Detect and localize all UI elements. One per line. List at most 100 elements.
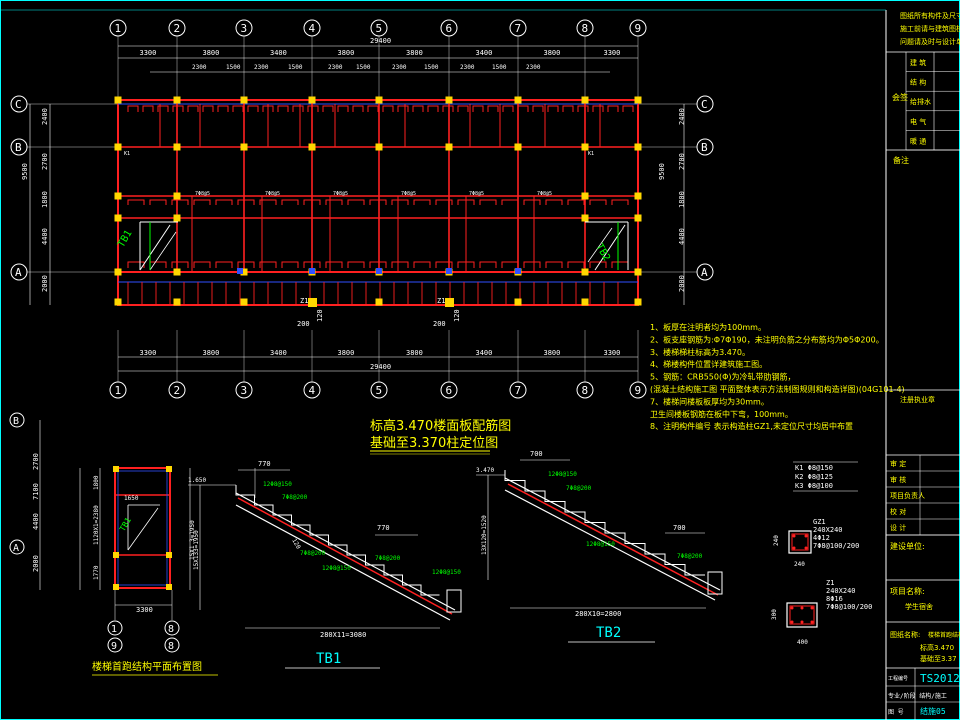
note-line-8: 8、注明构件编号 表示构造柱GZ1,未定位尺寸均居中布置 <box>650 421 853 431</box>
lower-axis-9: 9 <box>111 641 117 652</box>
tb2-steps <box>504 470 705 576</box>
rebar-hook <box>611 261 629 268</box>
column-marker <box>375 143 383 151</box>
dim-span-bottom-1: 3800 <box>203 349 220 357</box>
rebar-hook <box>259 199 277 205</box>
rebar-hook <box>303 199 321 205</box>
rebar-hook <box>589 199 607 205</box>
tb2-dim-700b: 700 <box>673 524 686 532</box>
dim-200-right: 200 <box>433 320 446 328</box>
tb-sheet-no: 结施05 <box>920 706 946 716</box>
rebar-hook <box>545 261 563 268</box>
dim-left-0: 2400 <box>41 108 49 125</box>
rebar-hook <box>472 105 484 112</box>
tb2-elev: 3.470 <box>476 467 494 474</box>
rebar-hook <box>517 105 529 112</box>
tb-sheet-label: 图 号 <box>888 709 904 716</box>
tb2-bar-d: 7Φ8@200 <box>677 553 703 560</box>
rebar-hook <box>532 105 544 112</box>
rebar-hook <box>232 105 244 112</box>
rebar-hook <box>237 199 255 205</box>
rebar-hook <box>303 261 321 268</box>
rebar-hook <box>237 261 255 268</box>
dim-right-5: 2000 <box>678 275 686 292</box>
axis-label-right-2: A <box>701 266 708 279</box>
tb1-bar-d: 12Φ8@150 <box>322 565 351 572</box>
lower-dim-2700: 2700 <box>32 453 40 470</box>
note-line-6: 7、楼梯间楼板板厚均为30mm。 <box>650 396 769 406</box>
rebar-hook <box>567 199 585 205</box>
plan-title-block: 标高3.470楼面板配筋图 基础至3.370柱定位图 <box>370 418 511 455</box>
dim-1650: 1650 <box>124 495 139 502</box>
z1-right-label: Z1 <box>437 297 445 305</box>
rebar-hook <box>193 261 211 268</box>
column-blue <box>446 268 452 274</box>
tb-project-name: 项目名称: <box>890 586 925 596</box>
lower-dim-2380: 1120X1=2380 <box>93 505 100 545</box>
general-notes: 1、板厚在注明者均为100mm。2、板支座钢筋为:Φ7Φ190，未注明负筋之分布… <box>650 322 905 431</box>
tb1-section: 770 770 1.650 15X133=1950 280X11=3080 12… <box>188 460 462 669</box>
tb-drawing-value-3: 基础至3.37 <box>920 654 957 663</box>
dim-sub-top-8: 2300 <box>460 64 475 71</box>
z1-bars: 8Φ16 <box>826 595 843 603</box>
tb2-plan-label: TB2 <box>593 242 612 263</box>
slab-rebar-tag: 7Φ8@5 <box>469 191 484 197</box>
rebar-hook <box>397 105 409 112</box>
tb-proj-no: TS2012 <box>920 672 960 685</box>
tb2-bar-b: 7Φ8@200 <box>566 485 592 492</box>
column-marker <box>514 143 522 151</box>
lower-dim-3300: 3300 <box>136 606 153 614</box>
dim-right-2: 9500 <box>658 163 666 180</box>
stair-plan-title: 楼梯首跑结构平面布置图 <box>92 660 202 673</box>
lower-dim-4400: 4400 <box>32 513 40 530</box>
tb1-bar-e: 12Φ8@150 <box>432 569 461 576</box>
axis-label-bottom-4: 4 <box>309 384 316 397</box>
gz1-size: 240X240 <box>813 526 843 534</box>
rebar-hook <box>435 261 453 268</box>
axis-label-bottom-3: 3 <box>241 384 248 397</box>
column-marker <box>114 214 122 222</box>
dim-sub-top-5: 1500 <box>356 64 371 71</box>
axis-label-top-1: 1 <box>115 22 122 35</box>
stair-plan-tb1-label: TB1 <box>118 516 133 533</box>
note-line-3: 4、梯楼构件位置详建筑施工图。 <box>650 359 767 369</box>
tb2-title: TB2 <box>596 625 621 641</box>
slab-rebar-tag: 7Φ8@5 <box>195 191 210 197</box>
z1-400: 400 <box>797 639 808 646</box>
rebar-hook <box>259 261 277 268</box>
column-marker <box>173 214 181 222</box>
column-marker <box>445 96 453 104</box>
lower-axis-a: A <box>13 543 19 554</box>
gz1-240h: 240 <box>794 561 805 568</box>
column-marker <box>173 192 181 200</box>
axis-label-bottom-5: 5 <box>376 384 383 397</box>
slab-rebar-tag: 7Φ8@5 <box>401 191 416 197</box>
tb-discipline-1: 结 构 <box>910 78 926 87</box>
interior-walls <box>159 100 601 272</box>
column-marker <box>114 96 122 104</box>
k1-plan-label: K1 <box>588 151 594 157</box>
rebar-hook <box>611 199 629 205</box>
gz1-stirrup: 7Φ8@100/200 <box>813 542 859 550</box>
column-blue <box>515 268 521 274</box>
dim-span-top-5: 3400 <box>476 49 493 57</box>
dim-span-top-4: 3800 <box>406 49 423 57</box>
tb1-dim-770: 770 <box>258 460 271 468</box>
tb2-bar-c: 12Φ8@150 <box>586 541 615 548</box>
column-marker <box>581 96 589 104</box>
rebar-hook <box>501 199 519 205</box>
column-marker <box>114 143 122 151</box>
column-marker <box>173 143 181 151</box>
rebar-hook <box>413 261 431 268</box>
rebar-hook <box>337 105 349 112</box>
dim-sub-top-4: 2300 <box>328 64 343 71</box>
axis-label-top-6: 6 <box>446 22 453 35</box>
dim-sub-top-2: 2300 <box>254 64 269 71</box>
axis-label-top-3: 3 <box>241 22 248 35</box>
column-marker <box>634 96 642 104</box>
